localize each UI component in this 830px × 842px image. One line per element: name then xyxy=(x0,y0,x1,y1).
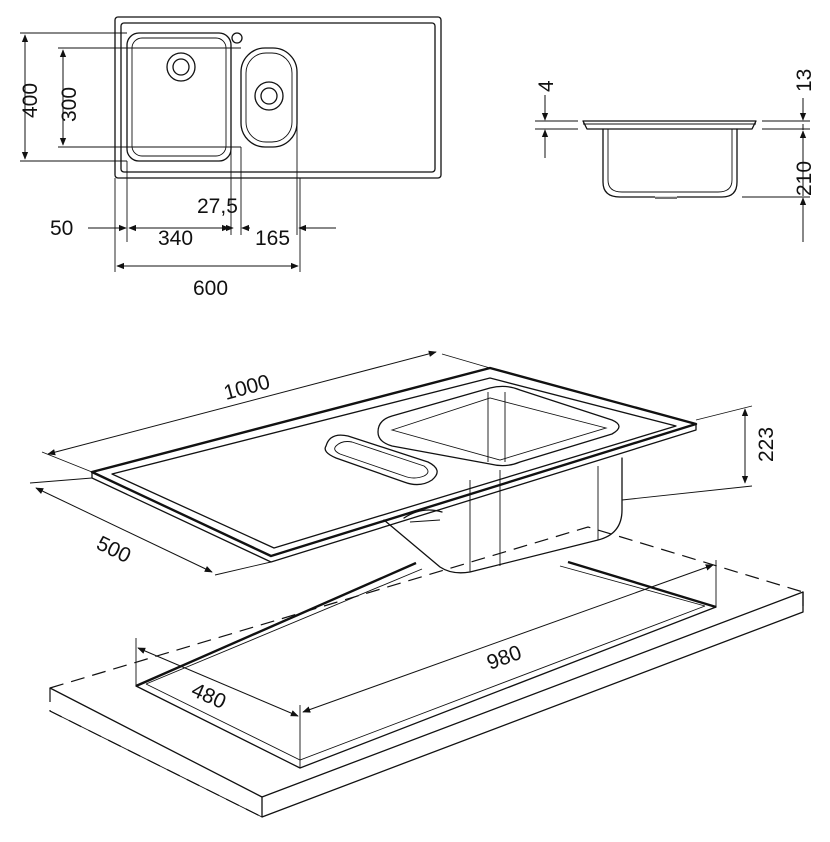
section-rim xyxy=(582,120,757,130)
plan-outer-outline xyxy=(114,16,442,179)
plan-small-bowl xyxy=(240,47,298,148)
plan-view: 400 300 50 340 27,5 165 600 xyxy=(19,16,442,300)
dim-223-label: 223 xyxy=(755,427,778,462)
isometric-view: 1000 500 223 980 480 xyxy=(29,350,804,818)
dim-340-label: 340 xyxy=(158,227,193,250)
dim-210-label: 210 xyxy=(793,161,816,196)
dim-980-label: 980 xyxy=(484,641,525,675)
dim-13-label: 13 xyxy=(793,69,816,92)
section-view: 4 13 210 xyxy=(535,69,816,242)
worktop xyxy=(49,526,804,818)
dim-500-label: 500 xyxy=(93,532,135,568)
dim-600-label: 600 xyxy=(193,277,228,300)
dim-300-label: 300 xyxy=(58,87,81,122)
dim-400-label: 400 xyxy=(19,83,42,118)
plan-main-drain xyxy=(166,52,196,82)
dim-1000-label: 1000 xyxy=(221,371,272,405)
dim-165-label: 165 xyxy=(255,227,290,250)
plan-main-bowl xyxy=(126,32,232,162)
sink-isometric xyxy=(90,366,698,574)
worktop-cutout xyxy=(135,560,717,769)
dim-50-label: 50 xyxy=(50,217,73,240)
plan-main-bowl-inner xyxy=(131,37,227,157)
section-bowl xyxy=(602,128,738,198)
plan-tap-hole xyxy=(231,32,243,44)
plan-small-drain xyxy=(254,81,284,111)
dim-4-label: 4 xyxy=(535,80,558,92)
iso-dimensions: 1000 500 223 980 480 xyxy=(29,350,778,768)
plan-inner-outline xyxy=(120,22,436,173)
dim-27-5-label: 27,5 xyxy=(197,195,238,218)
